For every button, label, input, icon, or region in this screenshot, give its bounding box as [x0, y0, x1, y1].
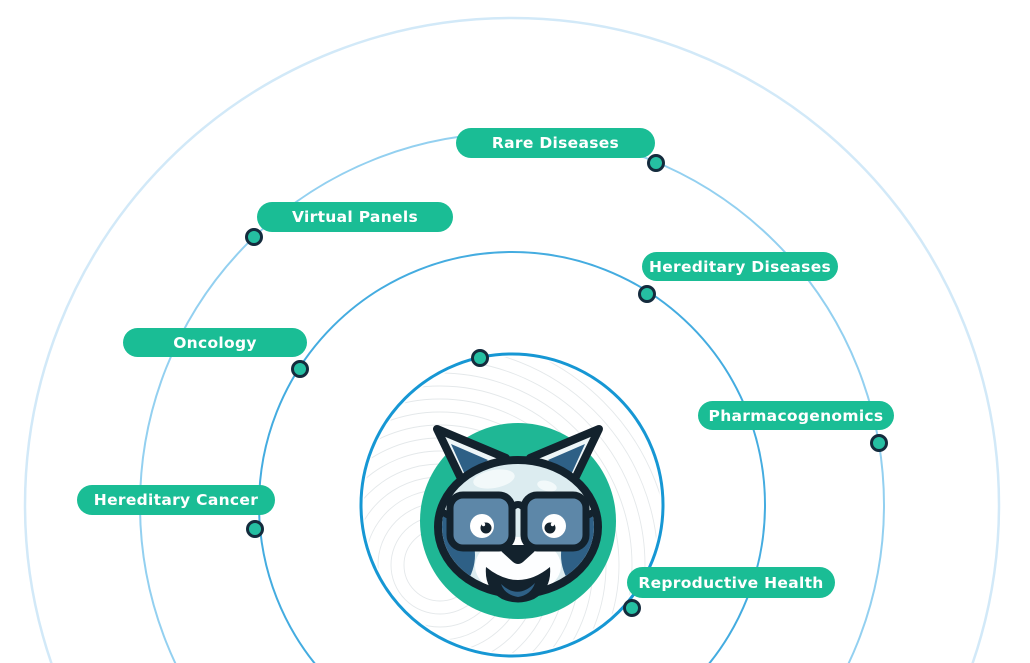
category-pill-reproductive-health[interactable]: Reproductive Health [627, 567, 835, 598]
marker-dot-rare-diseases [647, 154, 665, 172]
ring-outer [23, 16, 1001, 663]
category-pill-hereditary-diseases[interactable]: Hereditary Diseases [642, 252, 838, 281]
marker-dot-pharmacogenomics [870, 434, 888, 452]
category-pill-oncology[interactable]: Oncology [123, 328, 307, 357]
marker-dot-reproductive-health [623, 599, 641, 617]
ring-inner [359, 352, 665, 658]
red-panda-mascot-icon [420, 423, 616, 619]
marker-dot-virtual-panels [245, 228, 263, 246]
category-pill-pharmacogenomics[interactable]: Pharmacogenomics [698, 401, 894, 430]
category-pill-hereditary-cancer[interactable]: Hereditary Cancer [77, 485, 275, 515]
category-pill-virtual-panels[interactable]: Virtual Panels [257, 202, 453, 232]
marker-dot-inner-ring-top [471, 349, 489, 367]
marker-dot-hereditary-diseases [638, 285, 656, 303]
marker-dot-oncology [291, 360, 309, 378]
category-pill-rare-diseases[interactable]: Rare Diseases [456, 128, 655, 158]
marker-dot-hereditary-cancer [246, 520, 264, 538]
